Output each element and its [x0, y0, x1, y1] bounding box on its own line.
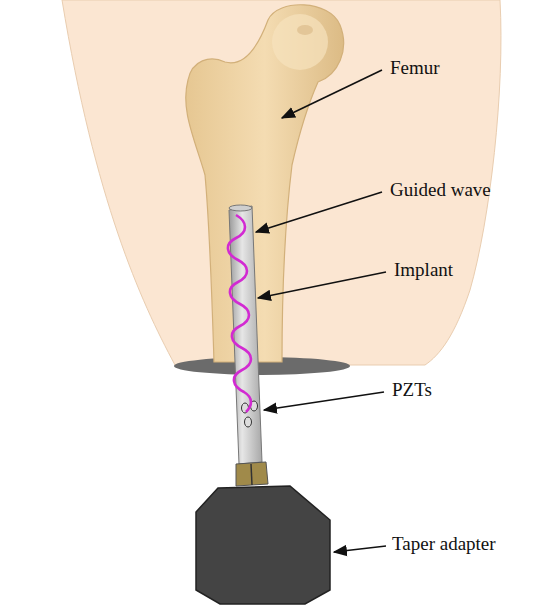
thigh-outline [62, 0, 501, 365]
implant-rod [229, 206, 262, 464]
guided-wave [228, 215, 251, 412]
part-label: Implant [394, 260, 453, 281]
part-label: Femur [390, 58, 440, 79]
taper-adapter [196, 486, 330, 604]
part-label: Guided wave [390, 180, 491, 201]
brass-coupler [236, 462, 268, 486]
femur-bone [186, 5, 344, 362]
pzt-element [245, 417, 252, 427]
part-label: PZTs [392, 380, 432, 401]
part-label: Taper adapter [392, 534, 496, 555]
leader-lines [256, 70, 386, 552]
